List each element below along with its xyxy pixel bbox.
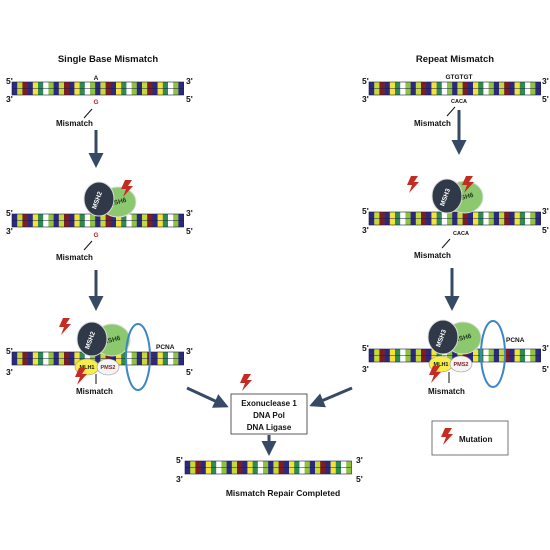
lightning-bolt-icon bbox=[441, 428, 453, 445]
mismatch-pointer bbox=[83, 240, 93, 251]
pcna-label: PCNA bbox=[506, 337, 525, 344]
base-a: A bbox=[94, 75, 99, 82]
process-arrow bbox=[186, 386, 229, 408]
lightning-bolt-shape bbox=[240, 374, 252, 391]
dna-strand-repaired bbox=[184, 460, 352, 475]
lightning-bolt-shape bbox=[441, 428, 453, 445]
strand-end-3prime: 3' bbox=[362, 364, 369, 374]
lightning-bolt-shape bbox=[75, 368, 87, 385]
mismatch-pointer bbox=[446, 106, 456, 117]
pcna-clamp bbox=[480, 320, 506, 388]
lightning-bolt-shape bbox=[121, 180, 133, 197]
process-arrow bbox=[309, 386, 353, 408]
strand-end-5prime: 5' bbox=[542, 364, 549, 374]
dna-strand bbox=[368, 211, 541, 226]
strand-end-5prime: 5' bbox=[6, 208, 13, 218]
title-single-base-mismatch: Single Base Mismatch bbox=[58, 54, 159, 65]
base-g-mismatch: G bbox=[93, 232, 98, 239]
lightning-bolt-shape bbox=[407, 176, 419, 193]
strand-end-3prime: 3' bbox=[6, 226, 13, 236]
mismatch-label: Mismatch bbox=[56, 119, 93, 128]
strand-end-5prime: 5' bbox=[356, 474, 363, 484]
legend-mutation-label: Mutation bbox=[459, 435, 492, 444]
lightning-bolt-shape bbox=[59, 318, 71, 335]
repair-enzyme-dna-pol: DNA Pol bbox=[253, 411, 285, 420]
strand-end-3prime: 3' bbox=[542, 76, 549, 86]
repair-enzymes-box bbox=[230, 393, 308, 435]
pms2-protein bbox=[449, 355, 473, 373]
mismatch-label: Mismatch bbox=[414, 251, 451, 260]
mismatch-pointer bbox=[441, 238, 451, 249]
strand-end-3prime: 3' bbox=[362, 225, 369, 235]
msh2-protein bbox=[76, 321, 108, 357]
strand-end-3prime: 3' bbox=[356, 455, 363, 465]
msh6-label: MSH6 bbox=[455, 192, 475, 204]
strand-end-3prime: 3' bbox=[362, 94, 369, 104]
msh6-label: MSH6 bbox=[102, 335, 122, 347]
strand-end-3prime: 3' bbox=[6, 94, 13, 104]
strand-end-5prime: 5' bbox=[6, 346, 13, 356]
mismatch-label: Mismatch bbox=[414, 119, 451, 128]
repeat-bottom-bases: CACA bbox=[453, 231, 469, 237]
strand-end-3prime: 3' bbox=[186, 346, 193, 356]
lightning-bolt-icon bbox=[121, 180, 133, 197]
base-g-mismatch: G bbox=[93, 99, 98, 106]
strand-end-5prime: 5' bbox=[362, 343, 369, 353]
dna-outline bbox=[184, 460, 352, 475]
pcna-label: PCNA bbox=[156, 344, 175, 351]
strand-end-5prime: 5' bbox=[176, 455, 183, 465]
msh2-protein bbox=[83, 181, 115, 217]
msh6-label: MSH6 bbox=[453, 333, 473, 345]
repair-enzyme-dna-ligase: DNA Ligase bbox=[247, 423, 292, 432]
dna-outline bbox=[368, 211, 541, 226]
strand-end-5prime: 5' bbox=[542, 225, 549, 235]
lightning-bolt-icon bbox=[462, 176, 474, 193]
mlh1-label: MLH1 bbox=[434, 362, 449, 368]
lightning-bolt-icon bbox=[59, 318, 71, 335]
strand-end-5prime: 5' bbox=[362, 76, 369, 86]
mismatch-label: Mismatch bbox=[56, 253, 93, 262]
dna-strand bbox=[11, 213, 184, 228]
strand-end-3prime: 3' bbox=[542, 206, 549, 216]
strand-end-3prime: 3' bbox=[186, 208, 193, 218]
strand-end-3prime: 3' bbox=[186, 76, 193, 86]
legend-box bbox=[431, 420, 509, 456]
repeat-insert-top: GTGTGT bbox=[445, 74, 472, 81]
title-repeat-mismatch: Repeat Mismatch bbox=[416, 54, 494, 65]
lightning-bolt-icon bbox=[407, 176, 419, 193]
strand-end-5prime: 5' bbox=[186, 367, 193, 377]
lightning-bolt-icon bbox=[240, 374, 252, 391]
strand-end-5prime: 5' bbox=[186, 94, 193, 104]
repeat-bottom-bases: CACA bbox=[451, 99, 467, 105]
repair-completed-label: Mismatch Repair Completed bbox=[226, 488, 340, 498]
dna-outline bbox=[11, 81, 184, 96]
lightning-bolt-icon bbox=[75, 368, 87, 385]
dna-strand bbox=[368, 81, 541, 96]
pcna-clamp bbox=[125, 323, 151, 391]
strand-end-5prime: 5' bbox=[6, 76, 13, 86]
msh3-protein bbox=[431, 178, 463, 214]
strand-end-3prime: 3' bbox=[176, 474, 183, 484]
msh6-label: MSH6 bbox=[108, 197, 128, 209]
strand-end-5prime: 5' bbox=[186, 226, 193, 236]
mlh1-label: MLH1 bbox=[80, 365, 95, 371]
mismatch-pointer bbox=[83, 108, 93, 119]
dna-outline bbox=[368, 81, 541, 96]
repair-enzyme-exonuclease: Exonuclease 1 bbox=[241, 399, 297, 408]
strand-end-3prime: 3' bbox=[542, 343, 549, 353]
msh3-protein bbox=[427, 319, 459, 355]
strand-end-5prime: 5' bbox=[362, 206, 369, 216]
dna-strand bbox=[11, 81, 184, 96]
pms2-protein bbox=[96, 358, 120, 376]
lightning-bolt-shape bbox=[429, 366, 441, 383]
mismatch-label: Mismatch bbox=[428, 387, 465, 396]
strand-end-5prime: 5' bbox=[542, 94, 549, 104]
pms2-label: PMS2 bbox=[454, 362, 469, 368]
mismatch-label: Mismatch bbox=[76, 387, 113, 396]
lightning-bolt-icon bbox=[429, 366, 441, 383]
strand-end-3prime: 3' bbox=[6, 367, 13, 377]
lightning-bolt-shape bbox=[462, 176, 474, 193]
pms2-label: PMS2 bbox=[101, 365, 116, 371]
